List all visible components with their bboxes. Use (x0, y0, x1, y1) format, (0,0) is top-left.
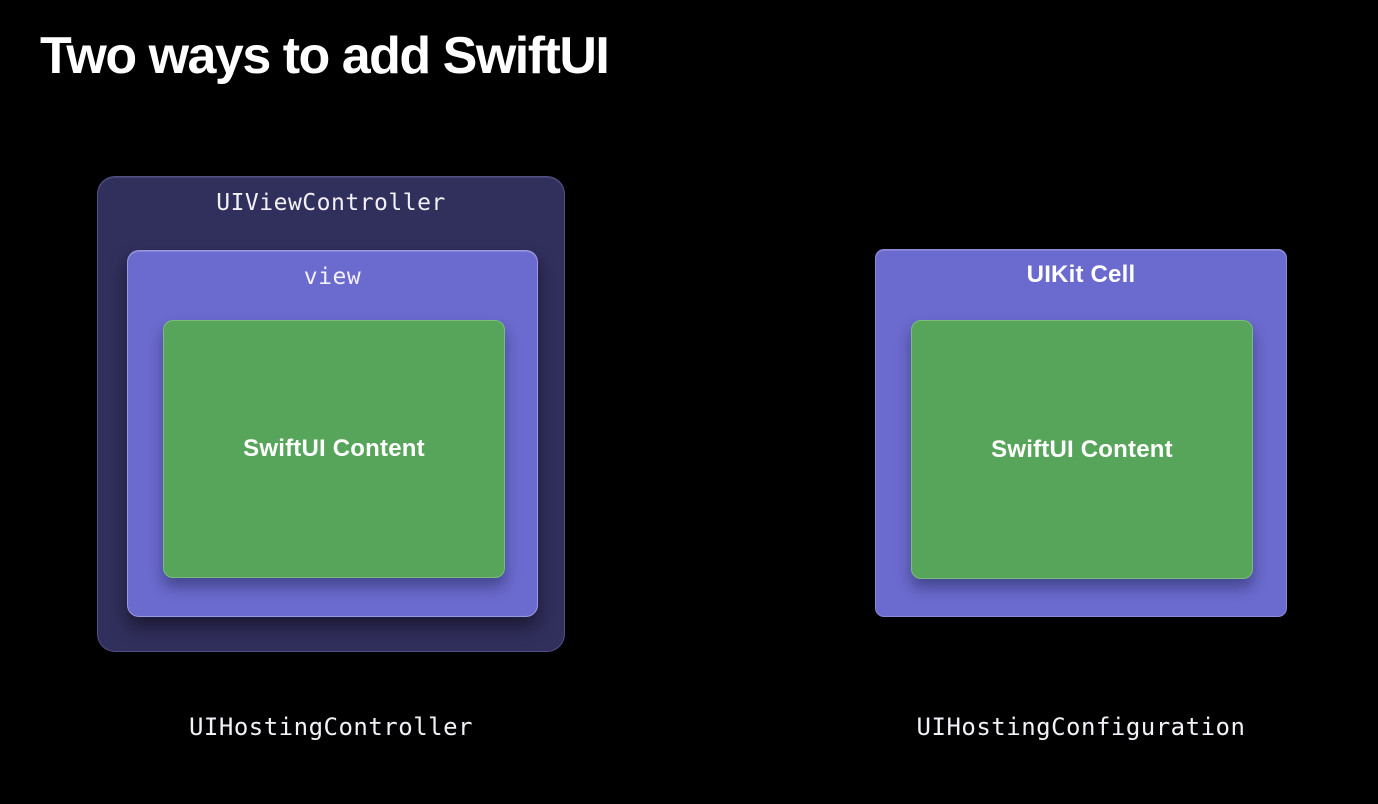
view-box: view SwiftUI Content (127, 250, 538, 617)
swiftui-content-label-left: SwiftUI Content (243, 435, 425, 462)
uikit-cell-label: UIKit Cell (1026, 261, 1136, 288)
swiftui-content-box-right: SwiftUI Content (911, 320, 1253, 579)
slide-title: Two ways to add SwiftUI (40, 27, 610, 85)
uikit-cell-box: UIKit Cell SwiftUI Content (875, 249, 1287, 617)
swiftui-content-label-right: SwiftUI Content (991, 435, 1173, 463)
swiftui-content-box-left: SwiftUI Content (163, 320, 505, 578)
view-label: view (303, 264, 362, 290)
uihostingconfiguration-caption: UIHostingConfiguration (916, 713, 1246, 741)
uiviewcontroller-box: UIViewController view SwiftUI Content (97, 176, 565, 652)
uihostingcontroller-caption: UIHostingController (188, 713, 474, 741)
uiviewcontroller-label: UIViewController (216, 190, 446, 216)
